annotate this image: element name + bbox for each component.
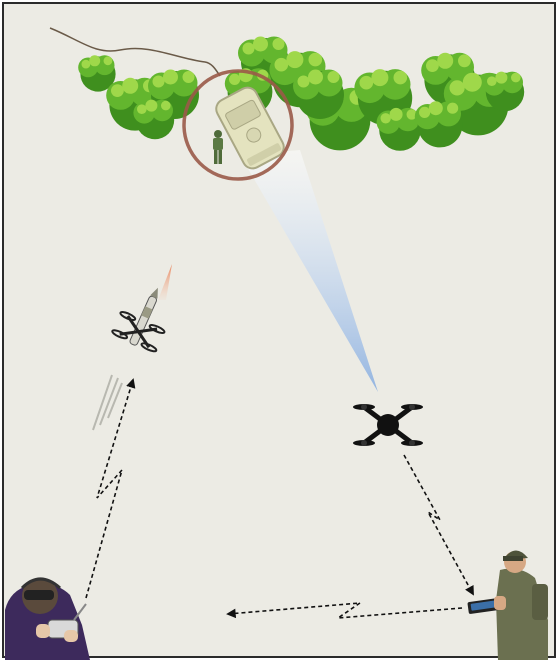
- drone-strike-illustration: [0, 0, 558, 660]
